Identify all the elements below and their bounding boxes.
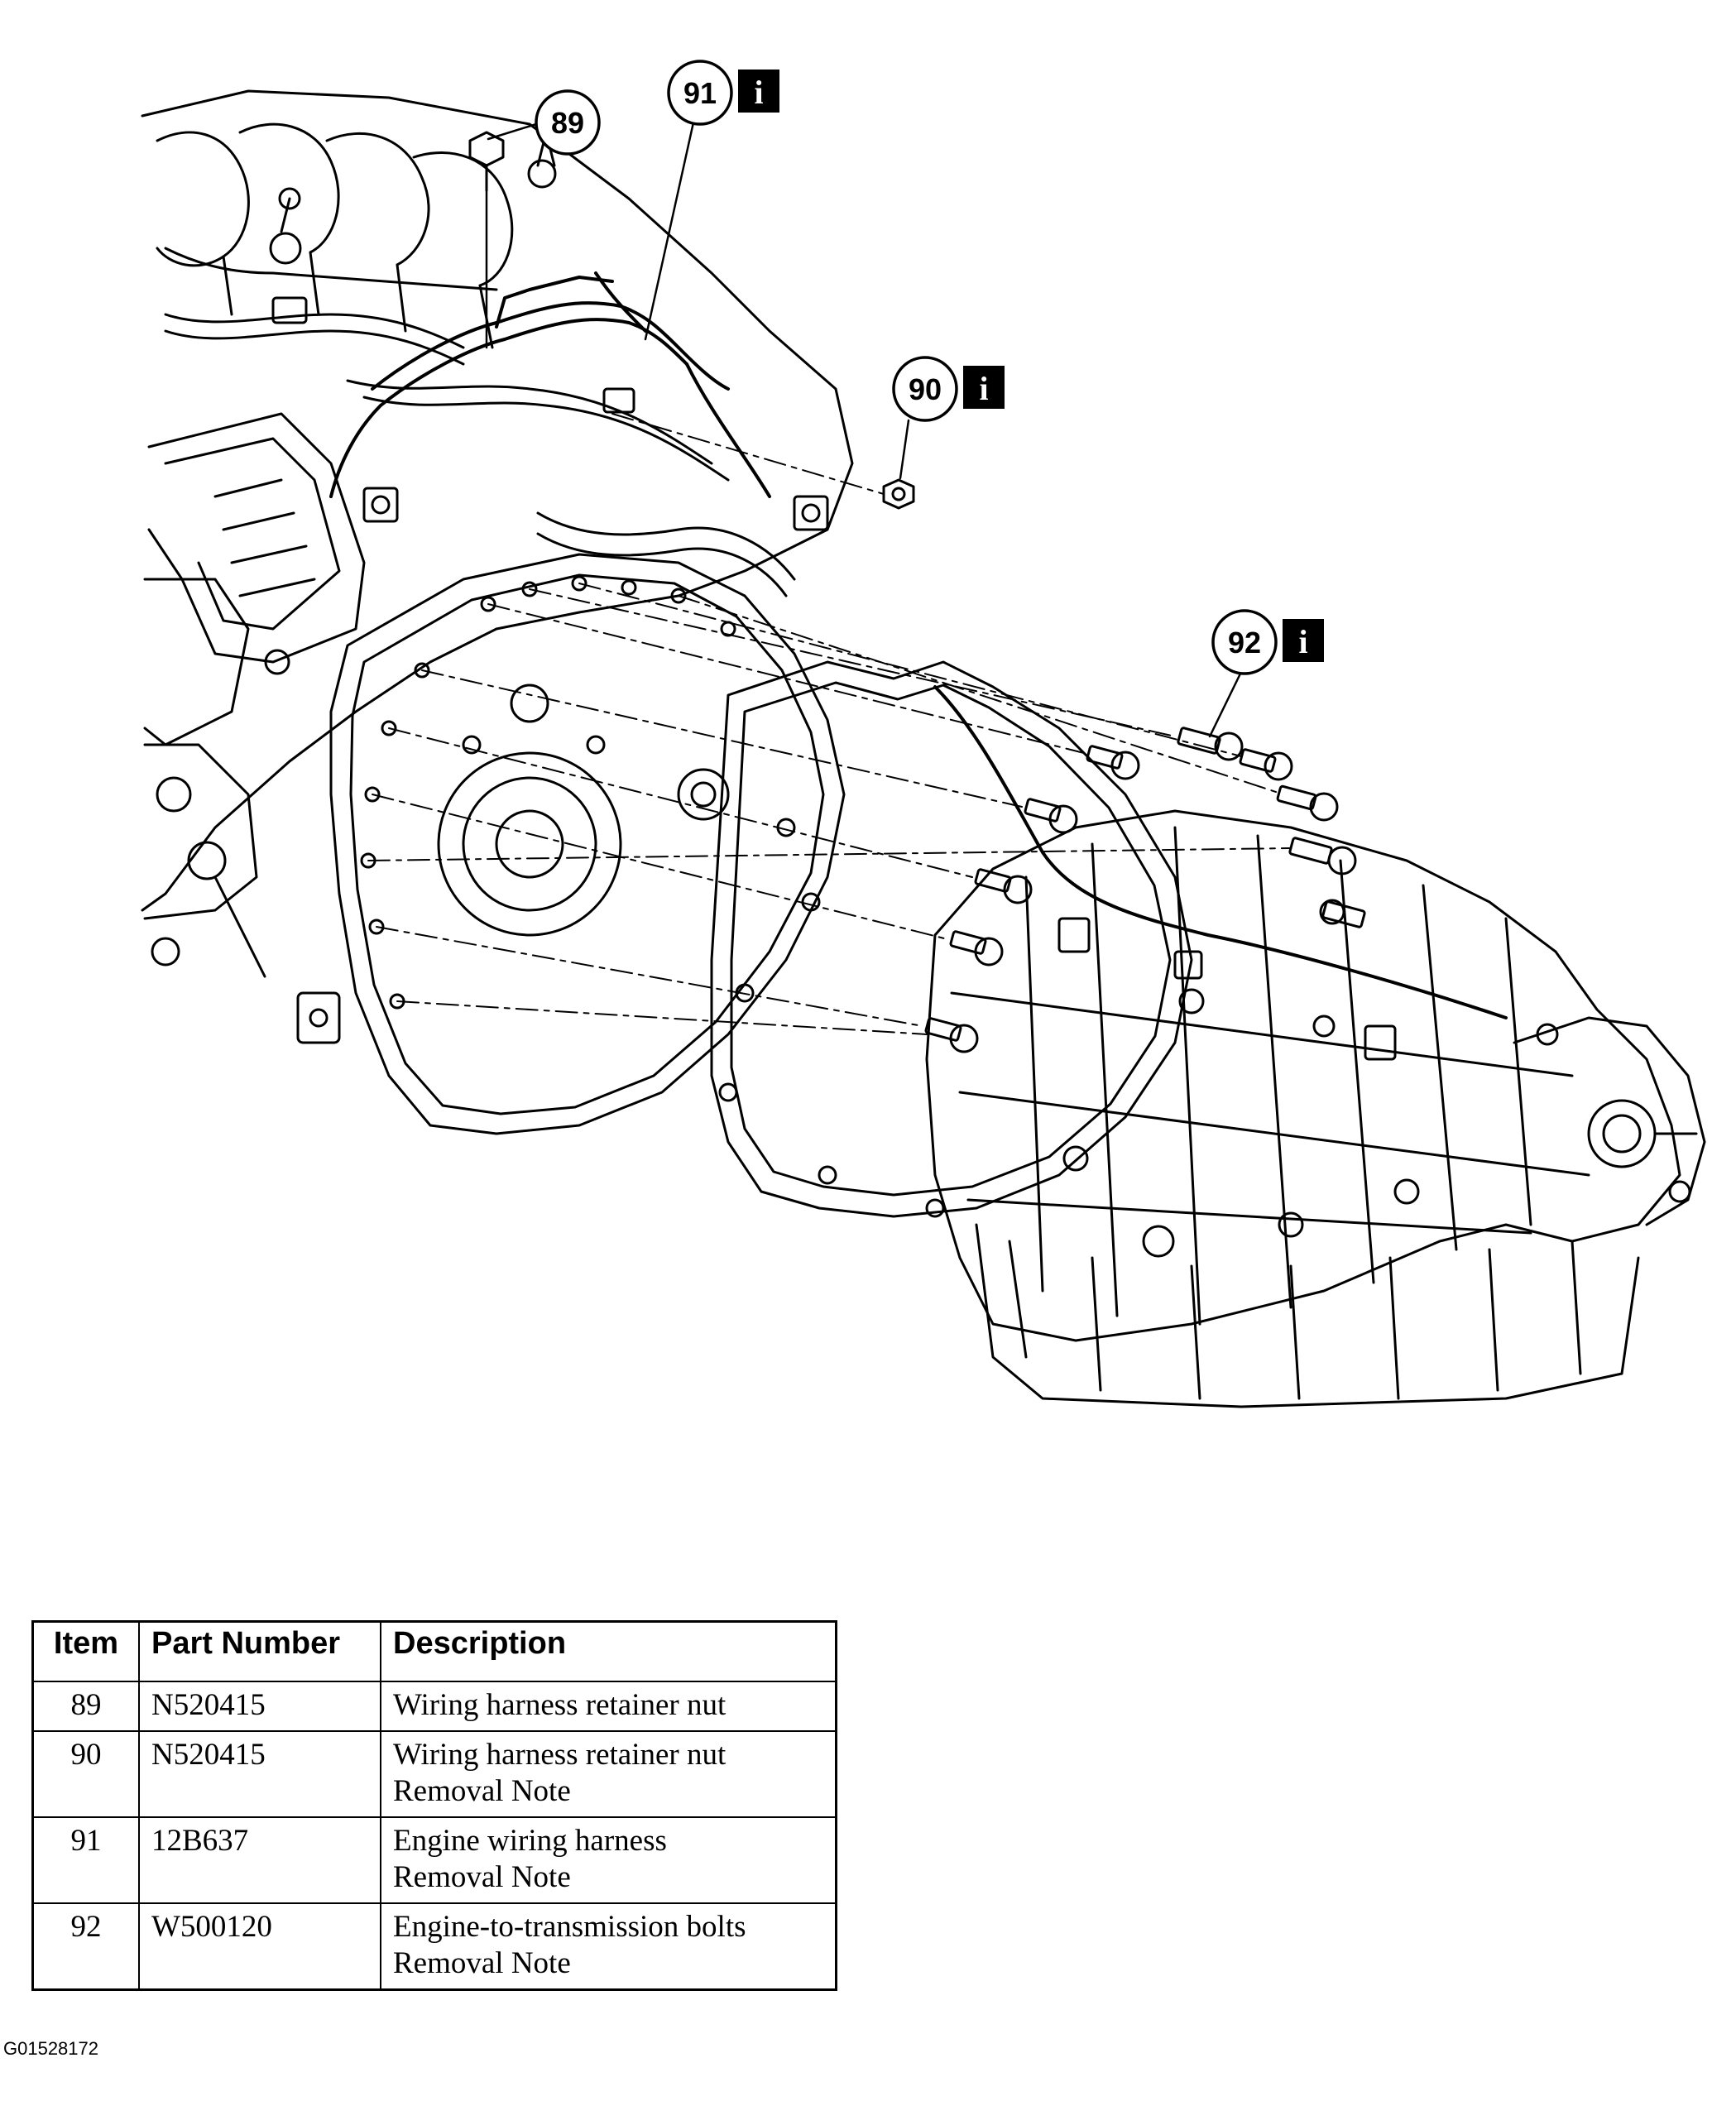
callout-91-number: 91 <box>683 76 717 110</box>
info-icon <box>963 366 1005 409</box>
removal-note-link[interactable]: Removal Note <box>393 1774 571 1808</box>
removal-note-link[interactable]: Removal Note <box>393 1860 571 1894</box>
row-description-cell: Wiring harness retainer nut Removal Note <box>380 1730 837 1818</box>
callout-89-number: 89 <box>551 106 584 140</box>
table-row: 90 N520415 Wiring harness retainer nut R… <box>31 1730 837 1818</box>
row-description: Wiring harness retainer nut <box>393 1738 727 1772</box>
row-description-cell: Engine wiring harness Removal Note <box>380 1816 837 1904</box>
row-item: 89 <box>31 1681 140 1732</box>
callout-90: 90 i <box>892 356 1005 422</box>
callout-89: 89 <box>535 89 601 156</box>
info-icon-glyph: i <box>754 74 763 111</box>
header-part-number: Part Number <box>138 1620 381 1682</box>
callout-90-number: 90 <box>909 372 942 406</box>
info-icon <box>738 70 779 113</box>
engine-to-transmission-bolts <box>924 727 1366 1053</box>
alignment-lines <box>367 413 1292 1035</box>
removal-note-link[interactable]: Removal Note <box>393 1946 571 1980</box>
table-header-row: Item Part Number Description <box>31 1620 837 1682</box>
table-row: 89 N520415 Wiring harness retainer nut <box>31 1681 837 1732</box>
row-item: 91 <box>31 1816 140 1904</box>
engine-wiring-harness <box>329 271 771 498</box>
row-item: 92 <box>31 1902 140 1991</box>
transmission <box>329 553 1706 1408</box>
row-part-number: N520415 <box>138 1681 381 1732</box>
row-part-number: 12B637 <box>138 1816 381 1904</box>
table-row: 92 W500120 Engine-to-transmission bolts … <box>31 1902 837 1991</box>
retainer-nut-90 <box>882 478 915 510</box>
row-item: 90 <box>31 1730 140 1818</box>
header-description: Description <box>380 1620 837 1682</box>
parts-table: Item Part Number Description 89 N520415 … <box>31 1620 837 1991</box>
header-item: Item <box>31 1620 140 1682</box>
row-description: Engine wiring harness <box>393 1824 667 1858</box>
retainer-nut-89 <box>468 131 505 192</box>
callout-92-number: 92 <box>1228 626 1261 660</box>
row-part-number: W500120 <box>138 1902 381 1991</box>
row-description-cell: Engine-to-transmission bolts Removal Not… <box>380 1902 837 1991</box>
engine-transmission-diagram: 89 91 i 90 i 92 i <box>141 60 1706 1408</box>
table-row: 91 12B637 Engine wiring harness Removal … <box>31 1816 837 1904</box>
info-icon <box>1283 619 1324 662</box>
figure-id: G01528172 <box>3 2038 98 2059</box>
row-description: Engine-to-transmission bolts <box>393 1910 746 1944</box>
leader-lines <box>485 121 1243 738</box>
callout-91: 91 i <box>667 60 779 126</box>
row-description-cell: Wiring harness retainer nut <box>380 1681 837 1732</box>
engine-block <box>141 89 854 1044</box>
info-icon-glyph: i <box>979 370 988 407</box>
info-icon-glyph: i <box>1298 623 1307 660</box>
callout-92: 92 i <box>1211 609 1324 675</box>
row-part-number: N520415 <box>138 1730 381 1818</box>
row-description: Wiring harness retainer nut <box>393 1688 727 1722</box>
